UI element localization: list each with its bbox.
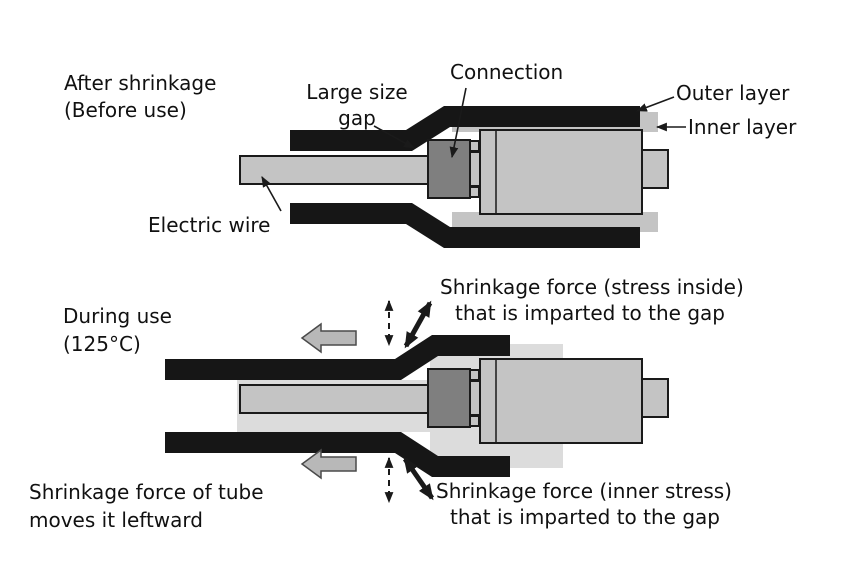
label-force-top-line2: that is imparted to the gap [455,301,725,325]
label-large-size-gap: Large size gap [289,79,425,131]
connection-block [427,139,471,199]
electric-wire [239,384,434,414]
label-caption-line1: Shrinkage force of tube [29,480,264,504]
connection-pointer-arrow [449,87,467,159]
label-force-bottom-line1: Shrinkage force (inner stress) [436,479,732,503]
electric-wire-pointer-arrow [261,176,282,212]
connector-tip [641,378,669,418]
connector-neck [469,380,481,416]
label-large-size-gap-line2: gap [338,106,376,130]
label-after-shrinkage-line2: (Before use) [64,98,187,122]
connector-neck [469,151,481,187]
label-caption-line2: moves it leftward [29,508,203,532]
connector-tip [641,149,669,189]
top-diagram [239,87,686,248]
connector-body [479,358,643,444]
label-after-shrinkage-line1: After shrinkage [64,71,217,95]
label-connection: Connection [450,60,564,84]
shrinkage-force-arrow-bottom [402,456,435,501]
label-force-top-line1: Shrinkage force (stress inside) [440,275,744,299]
outer-layer-bottom-bar [290,203,640,248]
label-large-size-gap-line1: Large size [306,80,408,104]
label-outer-layer: Outer layer [676,81,790,105]
gap-pointer-arrow [373,125,415,149]
outer-layer-top-bar [290,106,640,151]
shrinkage-force-arrow-top [403,300,433,349]
outer-layer-pointer-arrow [635,96,675,112]
connection-block [427,368,471,428]
label-during-use-line2: (125°C) [63,332,141,356]
leftward-force-arrow-top [300,322,357,354]
label-force-bottom-line2: that is imparted to the gap [450,505,720,529]
label-inner-layer: Inner layer [688,115,797,139]
electric-wire [239,155,434,185]
label-during-use-line1: During use [63,304,172,328]
leftward-force-arrow-bottom [300,448,357,480]
connector-body [479,129,643,215]
bottom-diagram [165,299,669,504]
label-electric-wire: Electric wire [148,213,271,237]
